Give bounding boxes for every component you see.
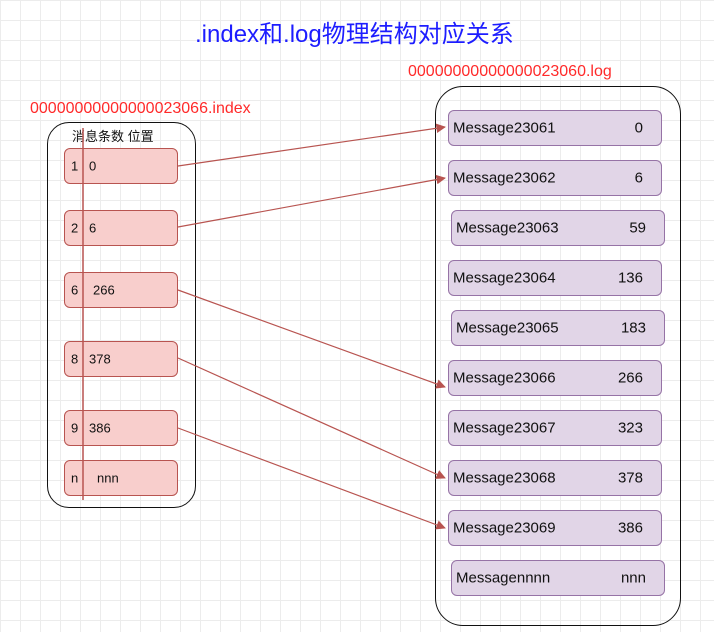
mapping-arrow xyxy=(177,289,446,389)
log-message-position: 378 xyxy=(617,469,643,487)
log-message-position: nnn xyxy=(620,569,646,587)
mapping-arrow xyxy=(177,174,446,228)
log-message: Message23066 266 xyxy=(448,360,662,396)
log-message-position: 386 xyxy=(617,519,643,537)
index-entry-number: 9 xyxy=(71,420,79,436)
log-message: Message23064 136 xyxy=(448,260,662,296)
index-entry: 6 266 xyxy=(64,272,178,308)
log-message: Message23067 323 xyxy=(448,410,662,446)
log-message-position: 59 xyxy=(629,219,646,237)
index-entry-number: 2 xyxy=(71,220,79,236)
index-entry: n nnn xyxy=(64,460,178,496)
log-message-name: Message23068 xyxy=(453,469,556,487)
log-message-position: 136 xyxy=(617,269,643,287)
diagram-title: .index和.log物理结构对应关系 xyxy=(195,21,514,48)
index-entry-number: 1 xyxy=(71,158,79,174)
log-message-name: Message23062 xyxy=(453,169,556,187)
index-entry-number: 6 xyxy=(71,282,79,298)
index-entry-position: 6 xyxy=(89,220,97,236)
index-entry-number: 8 xyxy=(71,351,79,367)
index-column-header: 消息条数 位置 xyxy=(72,129,154,144)
log-message-name: Message23065 xyxy=(456,319,559,337)
log-message-name: Messagennnn xyxy=(456,569,551,587)
index-entry-position: 0 xyxy=(89,158,97,174)
log-message-position: 0 xyxy=(634,119,643,137)
log-message: Message23069 386 xyxy=(448,510,662,546)
index-entry: 9 386 xyxy=(64,410,178,446)
index-file-label: 00000000000000023066.index xyxy=(30,100,251,117)
index-entry-position: nnn xyxy=(97,470,119,486)
index-entry: 1 0 xyxy=(64,148,178,184)
log-message-name: Message23064 xyxy=(453,269,556,287)
log-message-name: Message23061 xyxy=(453,119,556,137)
log-message: Message23063 59 xyxy=(451,210,665,246)
log-message-name: Message23066 xyxy=(453,369,556,387)
log-message: Messagennnn nnn xyxy=(451,560,665,596)
index-entry-number: n xyxy=(71,470,79,486)
log-message-name: Message23063 xyxy=(456,219,559,237)
log-message: Message23065 183 xyxy=(451,310,665,346)
mapping-arrow xyxy=(177,427,446,530)
log-message-position: 6 xyxy=(634,169,643,187)
log-message-position: 323 xyxy=(617,419,643,437)
log-file-label: 00000000000000023060.log xyxy=(408,63,612,80)
log-message: Message23068 378 xyxy=(448,460,662,496)
index-entry: 2 6 xyxy=(64,210,178,246)
log-message: Message23061 0 xyxy=(448,110,662,146)
log-message-position: 183 xyxy=(620,319,646,337)
log-message-name: Message23067 xyxy=(453,419,556,437)
index-entry-position: 378 xyxy=(89,351,111,367)
index-entry: 8 378 xyxy=(64,341,178,377)
log-message: Message23062 6 xyxy=(448,160,662,196)
index-entry-position: 386 xyxy=(89,420,111,436)
mapping-arrow xyxy=(177,357,446,479)
log-message-name: Message23069 xyxy=(453,519,556,537)
log-message-position: 266 xyxy=(617,369,643,387)
index-entry-position: 266 xyxy=(93,282,115,298)
mapping-arrow xyxy=(177,123,446,167)
